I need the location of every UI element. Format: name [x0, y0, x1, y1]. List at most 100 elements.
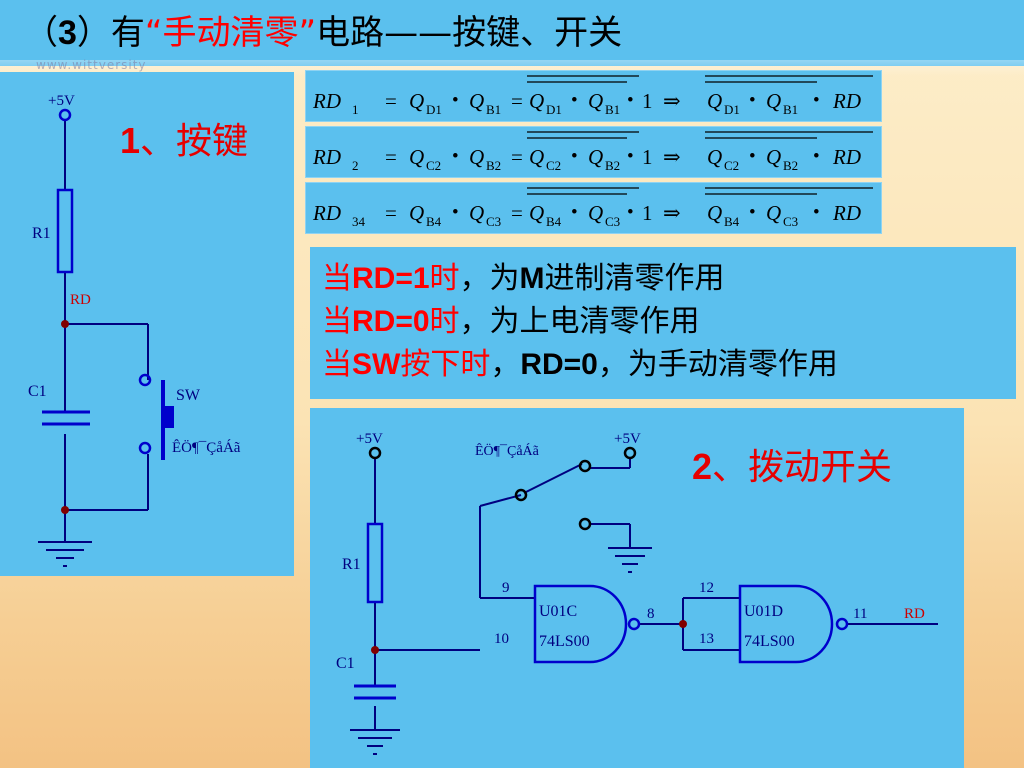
eq-term-b-subscript: B1 [486, 102, 501, 117]
rd-junction [61, 320, 69, 328]
vcc-terminals [368, 446, 637, 460]
eq-one: 1 [642, 145, 653, 169]
toggle-switch [514, 459, 592, 531]
gate2-part: 74LS00 [744, 633, 795, 650]
nand-gate-u01c [533, 584, 641, 664]
note-condition: RD=0 [352, 305, 430, 338]
eq-dot: • [749, 90, 756, 111]
eq-term-a: Q [409, 201, 424, 225]
eq-term-a: Q [707, 145, 722, 169]
gate1-pin-a: 9 [502, 580, 510, 596]
button-circuit-diagram: +5V R1 RD C1 SW ÊÖ¶¯ÇåÁã [28, 93, 241, 567]
eq-lhs: RD [312, 145, 341, 169]
eq-term-a-subscript: C2 [546, 158, 561, 173]
eq-dot: • [452, 202, 459, 223]
eq-term-b: Q [588, 89, 603, 113]
sw-label: SW [176, 387, 201, 404]
gate1-pin-out: 8 [647, 606, 655, 622]
eq-lhs-subscript: 1 [352, 102, 359, 117]
switch-circuit-diagram: +5V +5V ÊÖ¶¯ÇåÁã R1 C1 9 10 U01C 74LS00 … [336, 431, 938, 755]
c1-label: C1 [336, 655, 355, 672]
eq-dot: • [627, 90, 634, 111]
eq-term-a-subscript: D1 [426, 102, 442, 117]
note-text: ， [490, 347, 521, 382]
eq-equals: = [511, 201, 523, 225]
eq-lhs-subscript: 34 [352, 214, 366, 229]
switch-label: ÊÖ¶¯ÇåÁã [475, 442, 540, 459]
eq-term-b: Q [469, 201, 484, 225]
equation-strip [305, 126, 882, 178]
resistor-r1 [56, 188, 74, 274]
ground-junction [61, 506, 69, 514]
output-rd-label: RD [904, 606, 925, 622]
eq-term-b: Q [588, 145, 603, 169]
eq-one: 1 [642, 89, 653, 113]
eq-term-a-subscript: B4 [546, 214, 562, 229]
eq-equals: = [511, 145, 523, 169]
eq-lhs: RD [312, 89, 341, 113]
gate1-pin-b: 10 [494, 631, 509, 647]
eq-term-b-subscript: B2 [783, 158, 798, 173]
eq-dot: • [813, 90, 820, 111]
resistor-r1 [366, 522, 384, 604]
eq-rd: RD [832, 201, 861, 225]
section1-number: 1 [120, 120, 141, 161]
title-number: 3 [58, 14, 77, 52]
note-text-tail: 进制清零作用 [544, 261, 725, 296]
gate2-name: U01D [744, 603, 783, 620]
r1-label: R1 [32, 225, 51, 242]
eq-implies: ⇒ [663, 201, 681, 225]
note-bold-text: RD=0 [520, 348, 598, 381]
note-text: ，为上电清零作用 [459, 304, 700, 339]
eq-lhs: RD [312, 201, 341, 225]
eq-rd: RD [832, 89, 861, 113]
title-prefix: ）有 [76, 13, 145, 53]
eq-dot: • [571, 146, 578, 167]
eq-term-b-subscript: B2 [486, 158, 501, 173]
vcc-left-label: +5V [356, 431, 383, 447]
eq-term-b: Q [766, 89, 781, 113]
switch-circuit-panel [310, 408, 964, 768]
section2-heading: 2、拨动开关 [692, 438, 892, 490]
eq-dot: • [813, 146, 820, 167]
vcc-right-label: +5V [614, 431, 641, 447]
eq-term-a: Q [529, 145, 544, 169]
section1-heading: 1、按键 [120, 112, 248, 164]
c1-label: C1 [28, 383, 47, 400]
eq-implies: ⇒ [663, 89, 681, 113]
eq-term-a-subscript: B4 [426, 214, 442, 229]
note-condition: RD=1 [352, 262, 430, 295]
gate1-part: 74LS00 [539, 633, 590, 650]
title-paren-open: （ [24, 13, 58, 53]
ground-icon [38, 541, 92, 567]
eq-term-b-subscript: B1 [605, 102, 620, 117]
equation-strip [305, 70, 882, 122]
eq-term-a: Q [529, 201, 544, 225]
eq-dot: • [627, 202, 634, 223]
eq-term-b: Q [588, 201, 603, 225]
eq-term-a-subscript: C2 [426, 158, 441, 173]
eq-dot: • [627, 146, 634, 167]
section2-title: 、拨动开关 [712, 447, 893, 488]
eq-term-a: Q [707, 201, 722, 225]
note-line: 当SW按下时，RD=0，为手动清零作用 [322, 343, 1016, 386]
eq-term-b-subscript: C3 [605, 214, 620, 229]
vcc-terminal [58, 108, 72, 122]
eq-term-a-subscript: C2 [724, 158, 739, 173]
eq-equals: = [385, 145, 397, 169]
eq-term-a: Q [409, 89, 424, 113]
note-line: 当RD=0时，为上电清零作用 [322, 300, 1016, 343]
toggle-switch-lever [523, 463, 583, 494]
eq-rd: RD [832, 145, 861, 169]
equation-strip [305, 182, 882, 234]
eq-term-b: Q [469, 89, 484, 113]
eq-term-a-subscript: B4 [724, 214, 740, 229]
sw-sublabel: ÊÖ¶¯ÇåÁã [172, 439, 241, 456]
note-text: ，为 [459, 261, 520, 296]
eq-term-a: Q [707, 89, 722, 113]
eq-dot: • [813, 202, 820, 223]
note-red-suffix: 时 [429, 304, 460, 339]
title-bar [0, 0, 1024, 66]
gate-link-junction [679, 620, 687, 628]
